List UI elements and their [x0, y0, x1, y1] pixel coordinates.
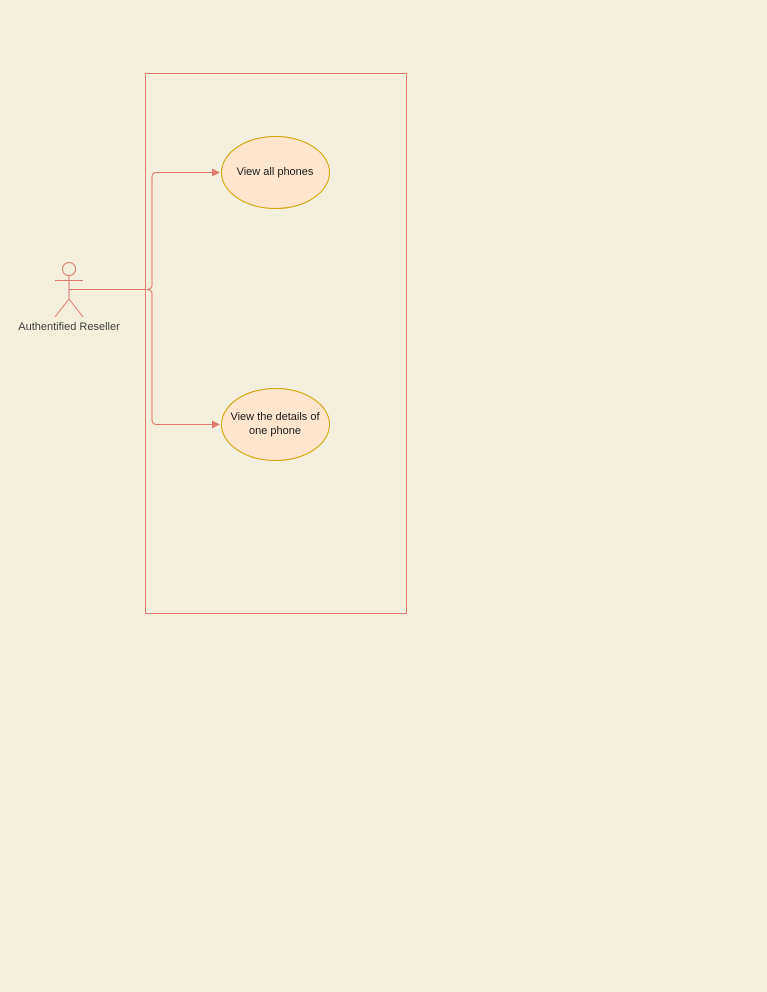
usecase-view-phone-details-shape[interactable] — [221, 388, 330, 461]
actor-right-leg — [68, 298, 84, 318]
usecase-label-text: View all phones — [236, 166, 314, 178]
actor-figure[interactable] — [54, 262, 84, 318]
actor-head — [62, 262, 76, 276]
usecase-view-phone-details-label: View the details of one phone — [221, 388, 329, 460]
actor-left-leg — [54, 298, 70, 318]
usecase-label-text: View the details of one phone — [230, 411, 320, 437]
usecase-view-all-phones-shape[interactable] — [221, 136, 330, 209]
usecase-view-all-phones-label: View all phones — [221, 136, 329, 208]
actor-label: Authentified Reseller — [18, 321, 120, 333]
connector-view-all-phones[interactable] — [69, 168, 220, 290]
system-boundary[interactable] — [145, 73, 407, 614]
connector-view-phone-details[interactable] — [69, 289, 220, 429]
